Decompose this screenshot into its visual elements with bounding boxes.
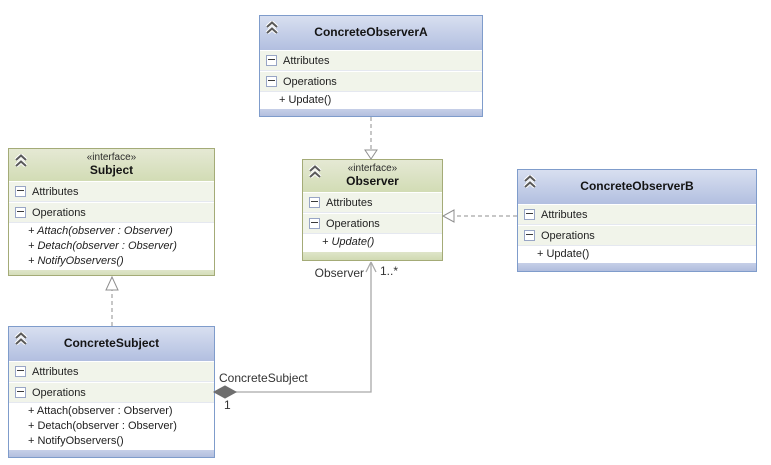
class-title: Subject: [89, 162, 134, 177]
stereotype-label: «interface»: [347, 163, 398, 175]
operations-label: Operations: [32, 386, 86, 399]
collapse-chevron-icon[interactable]: [14, 330, 28, 346]
realization-arrow-concreteobservera-observer[interactable]: [364, 117, 378, 160]
attributes-section-row[interactable]: Attributes: [9, 181, 214, 202]
interface-node-observer[interactable]: «interface» Observer Attributes Operatio…: [302, 159, 443, 261]
operation-item[interactable]: + Attach(observer : Observer): [28, 405, 173, 417]
attributes-section-row[interactable]: Attributes: [518, 204, 756, 225]
open-arrowhead-icon: [365, 261, 377, 273]
operation-item[interactable]: + NotifyObservers(): [28, 435, 124, 447]
node-footer-strip: [9, 449, 214, 457]
collapse-minus-icon[interactable]: [266, 76, 277, 87]
collapse-chevron-icon[interactable]: [308, 163, 322, 179]
attributes-section-row[interactable]: Attributes: [9, 361, 214, 382]
collapse-minus-icon[interactable]: [309, 197, 320, 208]
collapse-minus-icon[interactable]: [15, 186, 26, 197]
attributes-section-row[interactable]: Attributes: [260, 50, 482, 71]
association-source-multiplicity: 1: [224, 398, 231, 412]
collapse-minus-icon[interactable]: [309, 218, 320, 229]
collapse-chevron-icon[interactable]: [265, 19, 279, 35]
class-header: ConcreteSubject: [9, 327, 214, 361]
class-node-concrete-observer-a[interactable]: ConcreteObserverA Attributes Operations …: [259, 15, 483, 117]
operations-label: Operations: [283, 75, 337, 88]
collapse-chevron-icon[interactable]: [523, 173, 537, 189]
realization-arrow-concreteobserverb-observer[interactable]: [441, 209, 517, 223]
node-footer-strip: [303, 251, 442, 260]
interface-node-subject[interactable]: «interface» Subject Attributes Operation…: [8, 148, 215, 276]
operation-item[interactable]: + Detach(observer : Observer): [28, 420, 177, 432]
attributes-label: Attributes: [32, 185, 79, 198]
class-title: ConcreteObserverA: [314, 25, 428, 40]
operation-item[interactable]: + Update(): [322, 236, 375, 248]
node-footer-strip: [518, 262, 756, 271]
class-header: «interface» Subject: [9, 149, 214, 181]
composition-diamond-icon: [212, 385, 238, 399]
collapse-minus-icon[interactable]: [15, 207, 26, 218]
attributes-label: Attributes: [541, 208, 588, 221]
collapse-minus-icon[interactable]: [15, 387, 26, 398]
class-title: ConcreteSubject: [63, 336, 160, 351]
operation-item[interactable]: + Update(): [537, 248, 590, 260]
attributes-label: Attributes: [32, 365, 79, 378]
class-node-concrete-subject[interactable]: ConcreteSubject Attributes Operations + …: [8, 326, 215, 458]
operation-item[interactable]: + Update(): [279, 94, 332, 106]
association-target-multiplicity: 1..*: [380, 264, 399, 278]
operations-label: Operations: [32, 206, 86, 219]
operations-label: Operations: [541, 229, 595, 242]
operations-section-row[interactable]: Operations: [9, 202, 214, 223]
operation-item[interactable]: + NotifyObservers(): [28, 255, 124, 267]
association-role-label: ConcreteSubject: [219, 371, 308, 385]
operations-section-row[interactable]: Operations: [518, 225, 756, 246]
operations-section-row[interactable]: Operations: [303, 213, 442, 234]
operation-item[interactable]: + Detach(observer : Observer): [28, 240, 177, 252]
operations-label: Operations: [326, 217, 380, 230]
attributes-label: Attributes: [283, 54, 330, 67]
collapse-minus-icon[interactable]: [15, 366, 26, 377]
attributes-label: Attributes: [326, 196, 373, 209]
class-node-concrete-observer-b[interactable]: ConcreteObserverB Attributes Operations …: [517, 169, 757, 272]
class-title: Observer: [346, 173, 399, 188]
collapse-minus-icon[interactable]: [524, 209, 535, 220]
operations-section-row[interactable]: Operations: [260, 71, 482, 92]
collapse-minus-icon[interactable]: [524, 230, 535, 241]
realization-arrow-concretesubject-subject[interactable]: [105, 275, 119, 326]
stereotype-label: «interface»: [86, 152, 137, 164]
collapse-chevron-icon[interactable]: [14, 152, 28, 168]
node-footer-strip: [9, 269, 214, 275]
class-header: ConcreteObserverA: [260, 16, 482, 50]
class-header: ConcreteObserverB: [518, 170, 756, 204]
collapse-minus-icon[interactable]: [266, 55, 277, 66]
operations-section-row[interactable]: Operations: [9, 382, 214, 403]
operation-item[interactable]: + Attach(observer : Observer): [28, 225, 173, 237]
class-title: ConcreteObserverB: [580, 179, 694, 194]
association-target-role-label: Observer: [314, 266, 364, 280]
attributes-section-row[interactable]: Attributes: [303, 192, 442, 213]
class-header: «interface» Observer: [303, 160, 442, 192]
node-footer-strip: [260, 108, 482, 116]
